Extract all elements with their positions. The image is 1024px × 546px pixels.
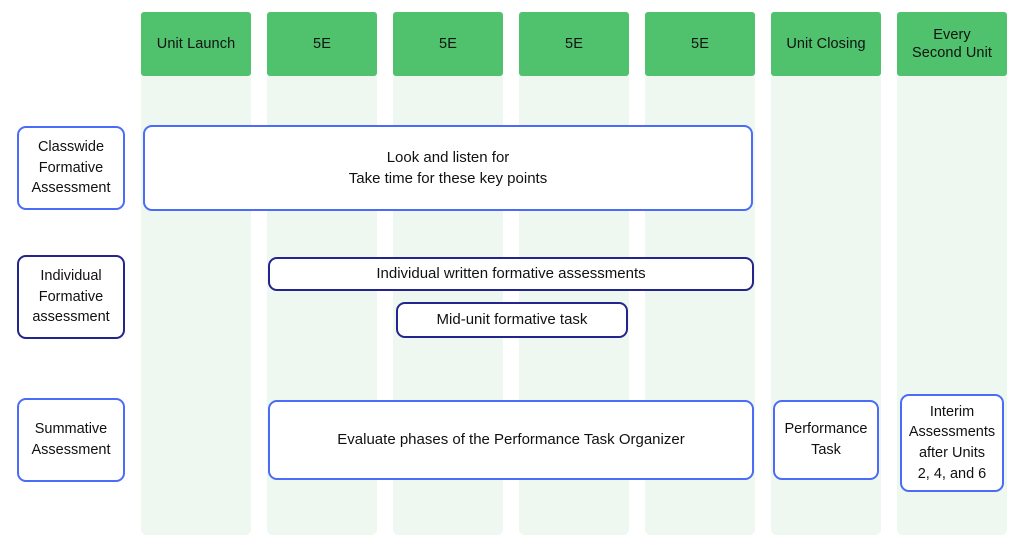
bar-classwide-look-and-listen[interactable]: Look and listen for Take time for these … <box>143 125 753 211</box>
column-header-unit-launch[interactable]: Unit Launch <box>141 12 251 76</box>
column-header-5e-1[interactable]: 5E <box>267 12 377 76</box>
column-header-5e-3[interactable]: 5E <box>519 12 629 76</box>
column-header-unit-closing[interactable]: Unit Closing <box>771 12 881 76</box>
column-header-5e-2[interactable]: 5E <box>393 12 503 76</box>
bar-individual-written-formative-assessments[interactable]: Individual written formative assessments <box>268 257 754 291</box>
column-header-5e-4[interactable]: 5E <box>645 12 755 76</box>
bar-performance-task[interactable]: Performance Task <box>773 400 879 480</box>
row-label-individual-formative-assessment[interactable]: Individual Formative assessment <box>17 255 125 339</box>
row-label-classwide-formative-assessment[interactable]: Classwide Formative Assessment <box>17 126 125 210</box>
bar-mid-unit-formative-task[interactable]: Mid-unit formative task <box>396 302 628 338</box>
column-header-every-second-unit[interactable]: Every Second Unit <box>897 12 1007 76</box>
bar-evaluate-performance-task-organizer[interactable]: Evaluate phases of the Performance Task … <box>268 400 754 480</box>
row-label-summative-assessment[interactable]: Summative Assessment <box>17 398 125 482</box>
bar-interim-assessments[interactable]: Interim Assessments after Units 2, 4, an… <box>900 394 1004 492</box>
